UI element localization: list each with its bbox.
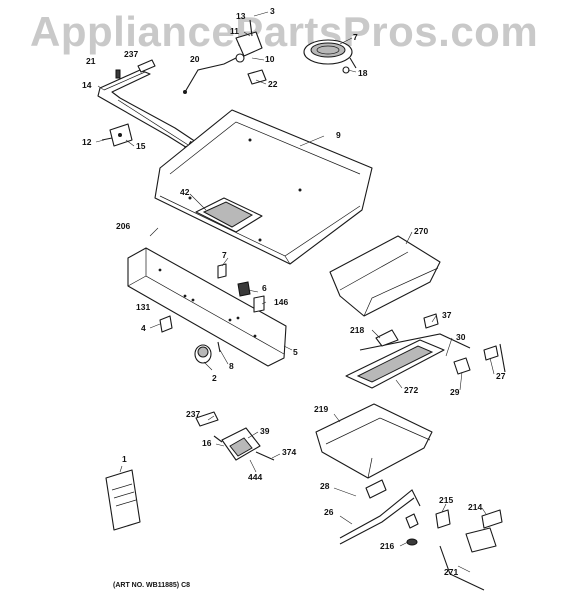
bracket-146 [253, 295, 265, 313]
callout-270: 270 [414, 226, 429, 236]
callout-37: 37 [442, 310, 452, 320]
callout-8: 8 [229, 361, 234, 371]
callout-27: 27 [496, 371, 506, 381]
watermark-logo: AppliancePartsPros.com [30, 8, 539, 55]
valve-bracket [101, 123, 133, 147]
callout-237-top: 237 [124, 49, 139, 59]
regulator-39 [195, 411, 275, 461]
clip-4 [159, 315, 173, 333]
callout-219: 219 [314, 404, 329, 414]
spark-module-7 [303, 39, 357, 74]
callout-214: 214 [468, 502, 483, 512]
callout-30: 30 [456, 332, 466, 342]
callout-272: 272 [404, 385, 419, 395]
callout-13: 13 [236, 11, 246, 21]
burner-272 [345, 313, 506, 389]
callout-271: 271 [444, 567, 459, 577]
heat-shield-270 [329, 235, 441, 317]
callout-131: 131 [136, 302, 151, 312]
orifice-237-top [137, 59, 156, 73]
clip-8 [217, 341, 221, 353]
callout-3: 3 [270, 6, 275, 16]
art-number-caption: (ART NO. WB11885) C8 [113, 582, 191, 589]
callout-7-top: 7 [353, 32, 358, 42]
callout-29: 29 [450, 387, 460, 397]
callout-6: 6 [262, 283, 267, 293]
burner-tube-26 [339, 479, 421, 545]
callout-28: 28 [320, 481, 330, 491]
control-panel-5 [127, 247, 287, 367]
callout-5: 5 [293, 347, 298, 357]
callout-218: 218 [350, 325, 365, 335]
knob-2 [194, 344, 212, 364]
washer-216 [406, 538, 418, 546]
callout-12: 12 [82, 137, 92, 147]
callout-7-lower: 7 [222, 250, 227, 260]
callout-18: 18 [358, 68, 368, 78]
screw-21 [115, 69, 121, 79]
leader-lines [95, 11, 495, 573]
shield-219 [315, 403, 433, 479]
callout-10: 10 [265, 54, 275, 64]
bracket-215 [435, 509, 451, 529]
valve-10 [235, 19, 267, 85]
igniter-7 [217, 263, 227, 279]
callout-42: 42 [180, 187, 190, 197]
callout-26: 26 [324, 507, 334, 517]
callout-9: 9 [336, 130, 341, 140]
callout-146: 146 [274, 297, 289, 307]
callout-11: 11 [230, 26, 239, 36]
callout-216: 216 [380, 541, 395, 551]
burner-box-9 [154, 109, 373, 265]
callout-2: 2 [212, 373, 217, 383]
callout-14: 14 [82, 80, 92, 90]
callout-237-lower: 237 [186, 409, 201, 419]
callout-1: 1 [122, 454, 127, 464]
callout-22: 22 [268, 79, 278, 89]
callout-4: 4 [141, 323, 146, 333]
callout-20: 20 [190, 54, 200, 64]
callout-39: 39 [260, 426, 270, 436]
clip-214 [481, 509, 503, 529]
callout-16: 16 [202, 438, 212, 448]
callout-444: 444 [248, 472, 263, 482]
callout-21: 21 [86, 56, 96, 66]
igniter-271 [439, 527, 497, 591]
owners-manual-1 [105, 469, 141, 531]
callout-374: 374 [282, 447, 297, 457]
callout-215: 215 [439, 495, 454, 505]
switch-6 [237, 281, 251, 297]
wire-harness-20 [183, 57, 237, 94]
callout-206: 206 [116, 221, 131, 231]
callout-15: 15 [136, 141, 146, 151]
